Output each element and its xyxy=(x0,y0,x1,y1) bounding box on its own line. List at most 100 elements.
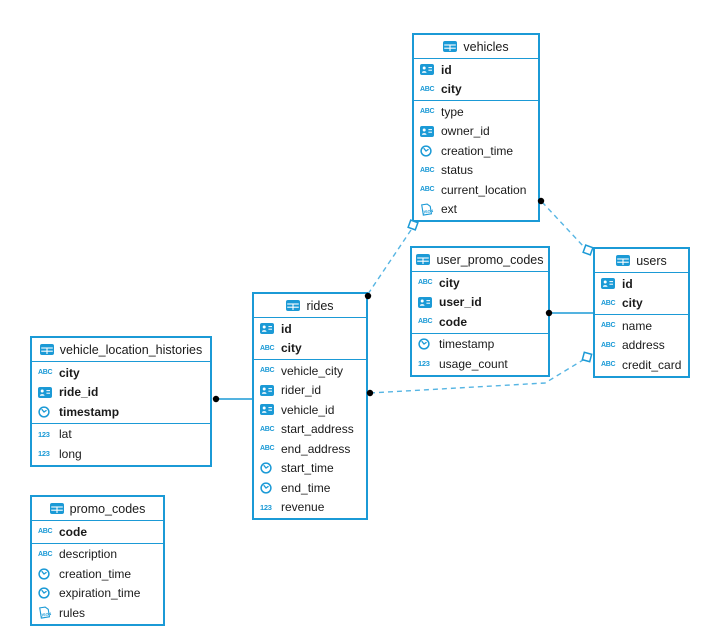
person-id-icon xyxy=(260,323,277,335)
table-name: rides xyxy=(306,298,334,313)
field-row-name: ABC name xyxy=(595,316,688,336)
field-label: creation_time xyxy=(441,143,514,158)
field-row-timestamp: timestamp xyxy=(32,402,210,422)
field-row-timestamp: timestamp xyxy=(412,335,548,355)
field-label: ext xyxy=(441,202,458,217)
field-label: ride_id xyxy=(59,385,99,400)
string-abc-icon: ABC xyxy=(260,425,275,433)
table-header-vehicle_location_histories[interactable]: vehicle_location_histories xyxy=(32,338,210,362)
field-row-code: ABC code xyxy=(412,312,548,332)
clock-icon xyxy=(38,568,55,580)
person-id-icon xyxy=(420,125,437,137)
string-abc-icon: ABC xyxy=(420,166,435,174)
table-header-users[interactable]: users xyxy=(595,249,688,273)
field-label: code xyxy=(439,314,468,329)
clock-icon xyxy=(418,338,435,350)
field-label: owner_id xyxy=(441,124,490,139)
number-123-icon: 123 xyxy=(38,449,50,458)
field-label: revenue xyxy=(281,500,325,515)
field-label: timestamp xyxy=(59,404,120,419)
field-label: id xyxy=(281,321,292,336)
field-label: start_address xyxy=(281,422,354,437)
table-name: users xyxy=(636,253,667,268)
string-abc-icon: ABC xyxy=(601,361,616,369)
field-label: end_time xyxy=(281,480,331,495)
field-row-status: ABC status xyxy=(414,161,538,181)
clock-icon xyxy=(420,145,437,157)
field-label: long xyxy=(59,446,82,461)
field-label: status xyxy=(441,163,474,178)
field-row-vehicle_id: vehicle_id xyxy=(254,400,366,420)
relationship-line-vehicles-rides xyxy=(367,229,412,295)
field-label: city xyxy=(439,275,460,290)
field-label: end_address xyxy=(281,441,351,456)
fields-section: ABC type owner_id creation_time ABC status… xyxy=(414,101,538,220)
table-name: vehicles xyxy=(463,39,509,54)
field-label: description xyxy=(59,547,118,562)
square-end-marker xyxy=(582,244,594,256)
field-label: name xyxy=(622,318,653,333)
string-abc-icon: ABC xyxy=(601,322,616,330)
field-row-type: ABC type xyxy=(414,102,538,122)
string-abc-icon: ABC xyxy=(420,108,435,116)
field-label: lat xyxy=(59,427,72,442)
field-row-id: id xyxy=(595,274,688,294)
table-header-vehicles[interactable]: vehicles xyxy=(414,35,538,59)
relationship-line-vehicles-users xyxy=(541,201,585,248)
string-abc-icon: ABC xyxy=(418,318,433,326)
table-header-rides[interactable]: rides xyxy=(254,294,366,318)
table-header-user_promo_codes[interactable]: user_promo_codes xyxy=(412,248,548,272)
clock-icon xyxy=(260,462,277,474)
json-document-icon: JSON xyxy=(420,203,437,216)
field-row-ext: JSON ext xyxy=(414,200,538,220)
field-row-lat: 123 lat xyxy=(32,425,210,445)
field-label: rules xyxy=(59,605,86,620)
field-row-id: id xyxy=(254,319,366,339)
person-id-icon xyxy=(418,296,435,308)
svg-text:JSON: JSON xyxy=(40,611,51,618)
number-123-icon: 123 xyxy=(418,359,430,368)
field-row-start_address: ABC start_address xyxy=(254,420,366,440)
clock-icon xyxy=(38,406,55,418)
field-row-long: 123 long xyxy=(32,444,210,464)
field-label: city xyxy=(441,82,462,97)
field-label: expiration_time xyxy=(59,586,141,601)
field-label: city xyxy=(281,341,302,356)
field-label: type xyxy=(441,104,464,119)
field-label: city xyxy=(622,296,643,311)
field-row-rules: JSON rules xyxy=(32,603,163,623)
fields-section: 123 lat 123 long xyxy=(32,424,210,465)
table-header-promo_codes[interactable]: promo_codes xyxy=(32,497,163,521)
field-row-end_time: end_time xyxy=(254,478,366,498)
field-row-creation_time: creation_time xyxy=(414,141,538,161)
field-label: current_location xyxy=(441,182,527,197)
number-123-icon: 123 xyxy=(38,429,50,439)
table-icon xyxy=(286,300,301,311)
string-abc-icon: ABC xyxy=(260,445,275,453)
